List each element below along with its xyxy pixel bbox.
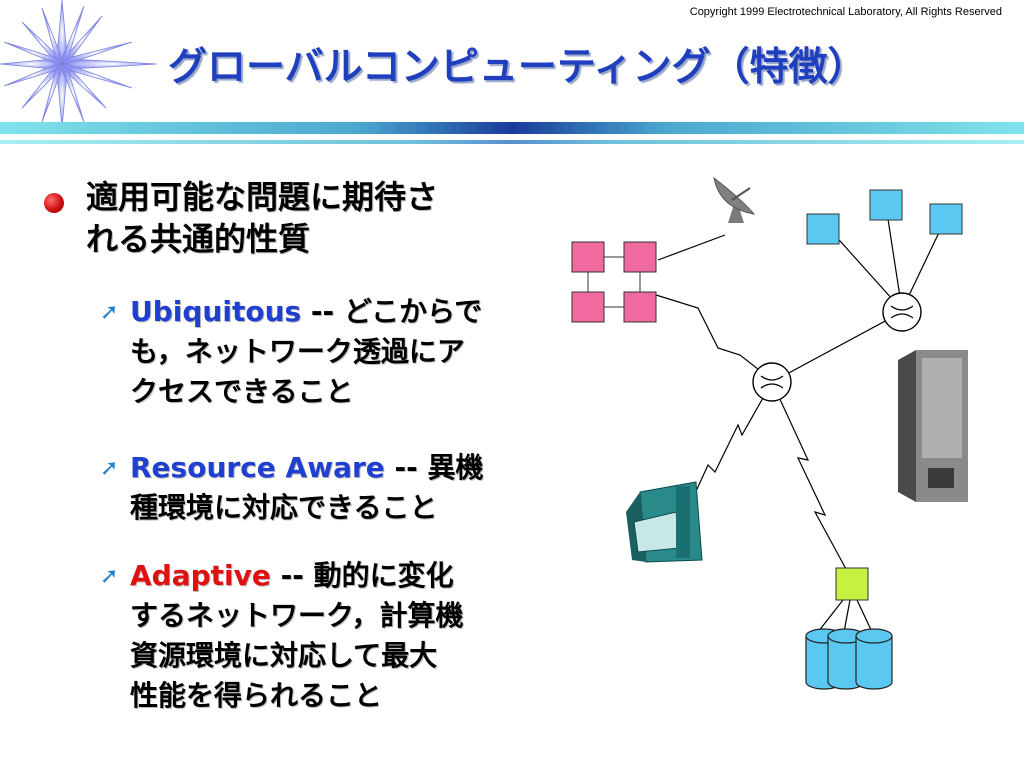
link — [843, 599, 851, 633]
pink-node-cluster — [571, 241, 657, 323]
separator: -- — [384, 451, 428, 484]
sub-item-line: も，ネットワーク透過にア — [130, 335, 465, 368]
green-node — [835, 567, 869, 601]
keyword-adaptive: Adaptive — [130, 559, 271, 592]
keyword-ubiquitous: Ubiquitous — [130, 295, 302, 328]
sub-item-line: 性能を得られること — [130, 679, 383, 712]
pink-node — [623, 241, 657, 273]
pink-node — [571, 241, 605, 273]
link — [817, 599, 844, 633]
link — [856, 599, 873, 633]
copyright-text: Copyright 1999 Electrotechnical Laborato… — [689, 6, 1002, 18]
title-divider-line — [0, 140, 1024, 144]
sub-item-line: クセスできること — [130, 375, 354, 408]
sub-item-line: 種環境に対応できること — [130, 491, 438, 524]
blue-node — [929, 203, 963, 235]
satellite-dish-icon — [713, 176, 756, 223]
storage-cylinders-icon — [805, 628, 893, 690]
sub-item-line: どこからで — [343, 295, 483, 328]
separator: -- — [270, 559, 314, 592]
link — [655, 294, 773, 381]
tower-server-icon — [898, 350, 968, 502]
main-bullet-text: 適用可能な問題に期待さ れる共通的性質 — [86, 176, 576, 260]
bullet-dot-icon — [44, 193, 64, 213]
arrow-bullet-icon: ➚ — [100, 300, 119, 325]
sub-item-line: 動的に変化 — [313, 559, 454, 592]
network-diagram — [571, 176, 968, 690]
page-title: グローバルコンピューティング（特徴） — [168, 45, 867, 90]
arrow-bullet-icon: ➚ — [100, 456, 119, 481]
arrow-bullet-icon: ➚ — [100, 564, 119, 589]
sub-item-line: するネットワーク，計算機 — [130, 599, 464, 632]
main-bullet-line-1: 適用可能な問題に期待さ — [86, 178, 439, 216]
keyword-resource-aware: Resource Aware — [130, 451, 385, 484]
workstation-icon — [626, 481, 703, 563]
blue-node — [806, 213, 840, 245]
link — [771, 381, 853, 581]
sub-item-line: 資源環境に対応して最大 — [130, 639, 438, 672]
star-decoration-icon — [0, 0, 158, 129]
sub-item-line: 異機 — [427, 451, 484, 484]
link — [657, 234, 726, 261]
title-divider-band — [0, 122, 1024, 134]
blue-node — [869, 189, 903, 221]
router-icon — [882, 292, 922, 332]
sub-item-ubiquitous: Ubiquitous -- どこからで も，ネットワーク透過にア クセスできるこ… — [130, 292, 570, 412]
main-bullet-line-2: れる共通的性質 — [86, 220, 311, 258]
separator: -- — [301, 295, 344, 328]
link — [691, 381, 773, 501]
pink-node — [623, 291, 657, 323]
router-icon — [752, 362, 792, 402]
link — [771, 311, 903, 383]
pink-node — [571, 291, 605, 323]
sub-item-adaptive: Adaptive -- 動的に変化 するネットワーク，計算機 資源環境に対応して… — [130, 556, 570, 716]
sub-item-resource-aware: Resource Aware -- 異機 種環境に対応できること — [130, 448, 570, 528]
